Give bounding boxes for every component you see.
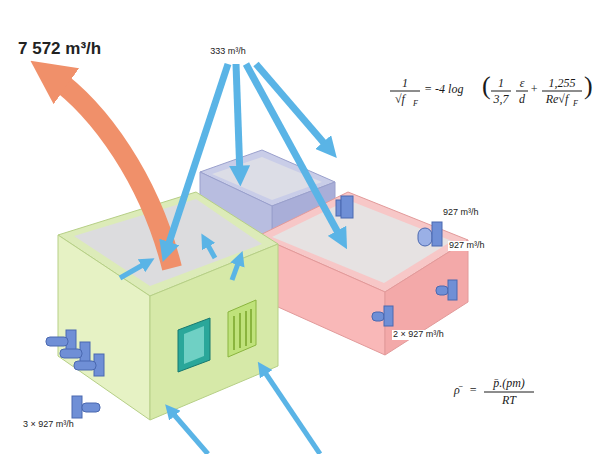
formula-part: ) <box>584 72 593 101</box>
supply-terminals <box>46 330 104 418</box>
formula-part: F <box>413 100 418 109</box>
formula-part: ( <box>482 72 491 101</box>
formula-part: Re√f <box>546 93 569 106</box>
formula-part: F <box>573 100 578 109</box>
formula-part: ε <box>520 77 525 90</box>
formula-part: 1 <box>498 77 504 90</box>
pink-room <box>258 192 468 355</box>
formula-part: √f <box>395 93 405 106</box>
door <box>178 318 210 372</box>
flow-value: 3 × 927 m³/h <box>22 420 75 430</box>
formula-part: + <box>530 83 538 96</box>
formula-part: RT <box>502 394 516 407</box>
formula-part: p̄.(pm) <box>493 377 525 390</box>
exhaust-arrow <box>52 76 172 268</box>
formula-part: d <box>519 93 525 106</box>
formula-part: ρ̄ <box>454 384 460 397</box>
flow-value: 927 m³/h <box>448 241 486 251</box>
flow-value: 7 572 m³/h <box>18 40 101 59</box>
formula-part: = <box>469 384 477 397</box>
flow-value: 2 × 927 m³/h <box>392 330 445 340</box>
flow-value: 927 m³/h <box>442 208 480 218</box>
formula-part: 1 <box>402 77 408 90</box>
supply-arrows <box>166 64 342 252</box>
fraction-bars <box>390 91 582 392</box>
formula-part: 3,7 <box>494 93 509 106</box>
floor-arrows <box>120 240 320 454</box>
grille <box>228 300 256 357</box>
flow-value: 333 m³/h <box>209 47 247 57</box>
formula-part: 1,255 <box>549 77 576 90</box>
room-terminals <box>336 196 457 326</box>
formula-part: = -4 log <box>424 83 463 96</box>
